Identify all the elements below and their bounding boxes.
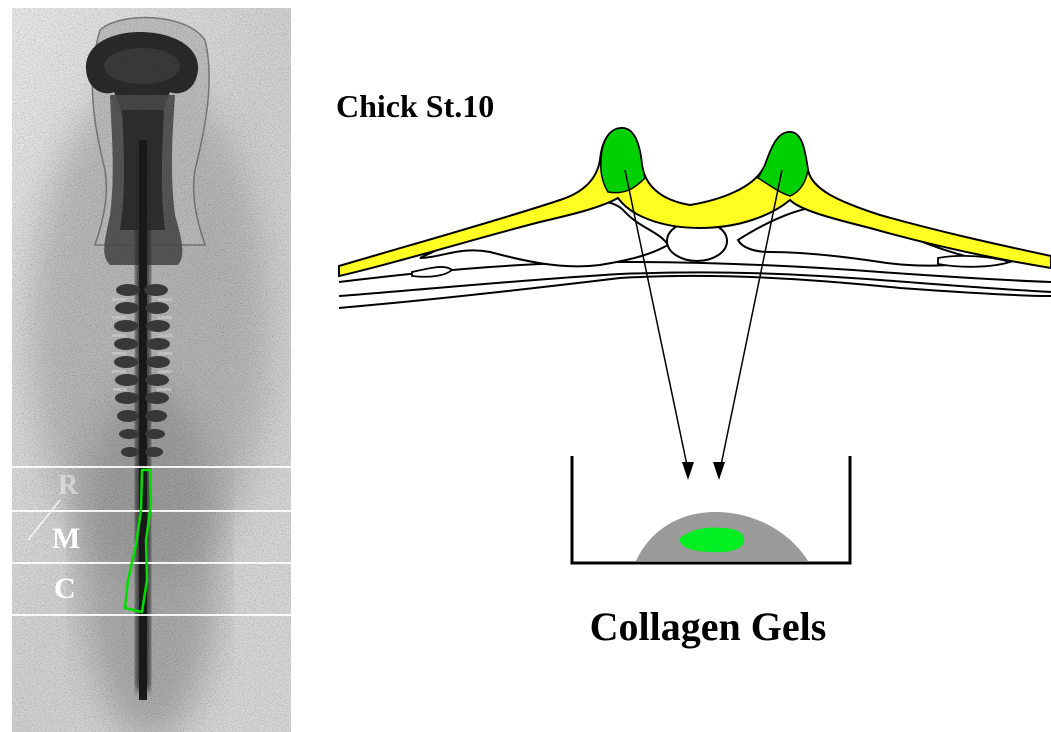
arrowhead-left [682,462,694,480]
neural-crest-left [601,128,645,193]
region-label-r: R [58,470,79,501]
cross-section [339,128,1051,308]
embryo-photo: R M C [12,8,291,732]
stage-title: Chick St.10 [336,88,494,124]
region-label-m: M [52,522,80,555]
region-label-c: C [54,572,76,605]
gel-label: Collagen Gels [590,604,827,649]
arrowhead-right [713,462,725,480]
